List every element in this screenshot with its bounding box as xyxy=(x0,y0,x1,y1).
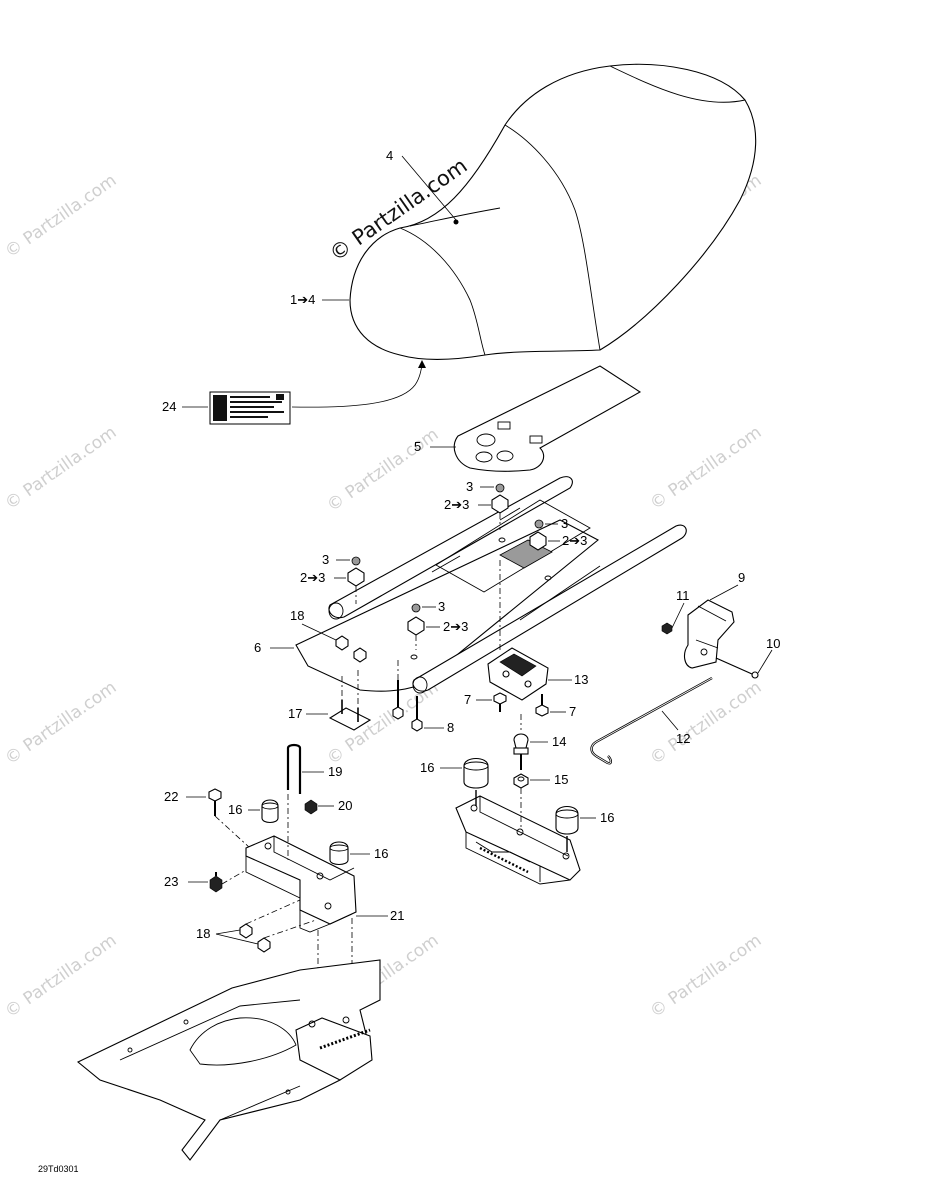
latch-nut xyxy=(661,622,673,635)
label-3a: 3 xyxy=(466,479,473,494)
watermark-text: © Partzilla.com xyxy=(1,930,120,1022)
clip-nut-set-d xyxy=(407,603,425,650)
watermark-text: © Partzilla.com xyxy=(1,422,120,514)
label-4: 4 xyxy=(386,148,393,163)
label-20: 20 xyxy=(338,798,352,813)
latch-pin xyxy=(715,657,759,679)
leader-4 xyxy=(401,155,457,221)
label-11: 11 xyxy=(676,588,690,603)
bolt-7a xyxy=(493,692,507,712)
bumper-16b xyxy=(329,841,349,866)
label-2to3a: 2➔3 xyxy=(444,497,469,512)
bolt-8 xyxy=(392,660,423,732)
label-22: 22 xyxy=(164,789,178,804)
lower-mount xyxy=(245,835,357,933)
mount-bracket xyxy=(328,670,372,731)
bumper-16d xyxy=(555,805,579,852)
label-12: 12 xyxy=(676,731,690,746)
label-5: 5 xyxy=(414,439,421,454)
label-2to3d: 2➔3 xyxy=(443,619,468,634)
label-13: 13 xyxy=(574,672,588,687)
pin-14 xyxy=(513,733,529,770)
label-15: 15 xyxy=(554,772,568,787)
bolt-7b xyxy=(535,694,549,717)
label-2to3b: 2➔3 xyxy=(562,533,587,548)
label-10: 10 xyxy=(766,636,780,651)
label-19: 19 xyxy=(328,764,342,779)
u-bolt xyxy=(286,743,302,794)
seat-latch xyxy=(683,599,735,669)
decal-arrow-line xyxy=(291,364,423,408)
watermark-text: © Partzilla.com xyxy=(323,424,442,516)
label-23: 23 xyxy=(164,874,178,889)
clip-nut-set-c xyxy=(347,556,365,604)
seat-center-dot xyxy=(453,219,459,225)
lock-nuts-frame xyxy=(335,635,367,663)
bolt-22 xyxy=(208,788,222,816)
label-21: 21 xyxy=(390,908,404,923)
watermark-text: © Partzilla.com xyxy=(646,677,765,769)
label-24: 24 xyxy=(162,399,176,414)
label-14: 14 xyxy=(552,734,566,749)
seat-cushion xyxy=(349,63,757,361)
watermark-text: © Partzilla.com xyxy=(1,677,120,769)
label-3c: 3 xyxy=(322,552,329,567)
rear-mount xyxy=(455,795,581,885)
release-rod xyxy=(590,676,713,765)
watermark-text: © Partzilla.com xyxy=(1,170,120,262)
nut-20 xyxy=(304,799,318,815)
seat-pad xyxy=(453,365,642,472)
label-2to3c: 2➔3 xyxy=(300,570,325,585)
label-16c: 16 xyxy=(420,760,434,775)
seat-frame xyxy=(295,476,687,694)
latch-base xyxy=(487,560,549,701)
bumper-16a xyxy=(261,799,279,824)
chassis-frame xyxy=(76,959,381,1161)
decal-arrow-head xyxy=(418,360,426,368)
nut-15 xyxy=(513,773,529,789)
label-9: 9 xyxy=(738,570,745,585)
lock-nuts-lower xyxy=(239,923,271,953)
label-8: 8 xyxy=(447,720,454,735)
label-6: 6 xyxy=(254,640,261,655)
label-16a: 16 xyxy=(228,802,242,817)
label-3d: 3 xyxy=(438,599,445,614)
label-16b: 16 xyxy=(374,846,388,861)
bumper-16c xyxy=(463,757,489,806)
label-1to4: 1➔4 xyxy=(290,292,315,307)
label-3b: 3 xyxy=(561,516,568,531)
clip-nut-set-a xyxy=(491,483,509,530)
watermark-text: © Partzilla.com xyxy=(646,930,765,1022)
label-7b: 7 xyxy=(569,704,576,719)
decal-label xyxy=(209,391,291,425)
label-18b: 18 xyxy=(196,926,210,941)
clip-nut-set-b xyxy=(529,519,547,551)
watermark-text: © Partzilla.com xyxy=(646,422,765,514)
fitting-23 xyxy=(209,872,223,893)
label-17: 17 xyxy=(288,706,302,721)
label-16d: 16 xyxy=(600,810,614,825)
label-18a: 18 xyxy=(290,608,304,623)
label-7a: 7 xyxy=(464,692,471,707)
drawing-code: 29Td0301 xyxy=(38,1164,79,1174)
